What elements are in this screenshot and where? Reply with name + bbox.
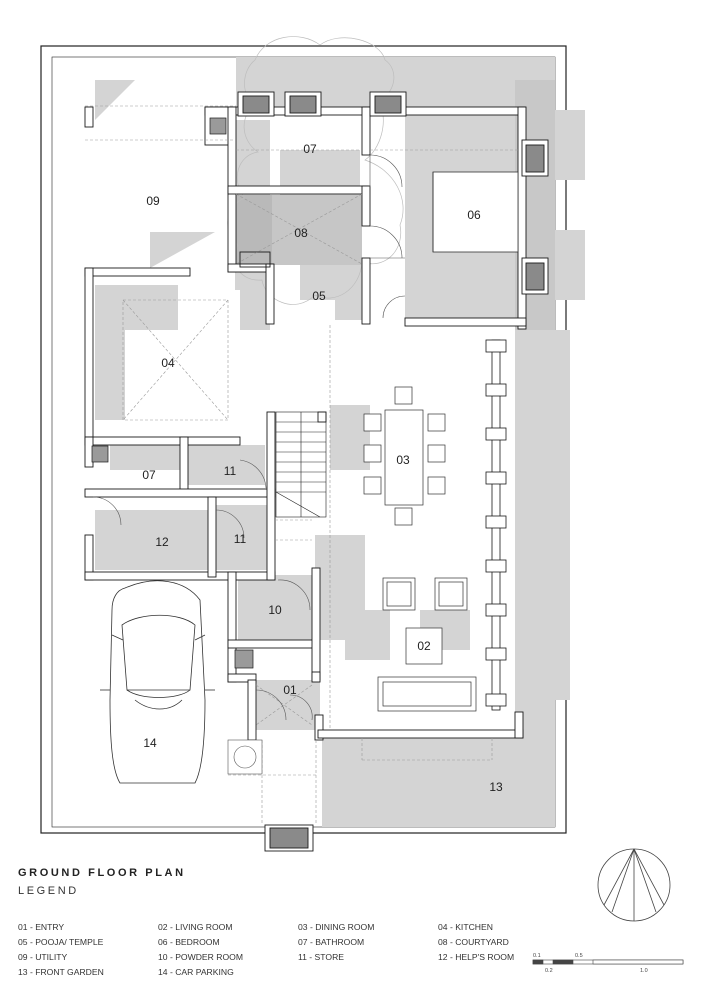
room-07-mid-label: 07 — [142, 468, 156, 482]
legend-item: 11 - STORE — [298, 952, 345, 962]
legend-item: 09 - UTILITY — [18, 952, 68, 962]
car-outline — [100, 580, 215, 784]
bed — [432, 171, 519, 253]
legend-item: 13 - FRONT GARDEN — [18, 967, 104, 977]
legend-item: 01 - ENTRY — [18, 922, 65, 932]
legend-item: 02 - LIVING ROOM — [158, 922, 233, 932]
screen-wall — [485, 339, 507, 711]
north-arrow-icon — [597, 848, 671, 922]
legend-item: 03 - DINING ROOM — [298, 922, 375, 932]
tree-outline — [227, 36, 404, 305]
window-frames — [237, 91, 549, 852]
room-13-label: 13 — [489, 780, 503, 794]
scale-label-0-1: 0.1 — [533, 953, 541, 959]
room-10-label: 10 — [268, 603, 282, 617]
room-06-label: 06 — [467, 208, 481, 222]
legend-item: 10 - POWDER ROOM — [158, 952, 243, 962]
scale-label-1-0: 1.0 — [640, 968, 648, 974]
room-11-a-label: 11 — [224, 464, 237, 478]
legend-item: 07 - BATHROOM — [298, 937, 365, 947]
room-07-top-label: 07 — [303, 142, 317, 156]
scale-bar: 0.1 0.2 0.5 1.0 — [532, 953, 684, 974]
room-03-label: 03 — [396, 453, 410, 467]
room-12-label: 12 — [155, 535, 169, 549]
legend-item: 05 - POOJA/ TEMPLE — [18, 937, 104, 947]
room-05-label: 05 — [312, 289, 326, 303]
legend-item: 04 - KITCHEN — [438, 922, 493, 932]
entry-steps — [227, 739, 263, 775]
staircase — [275, 411, 327, 518]
room-11-b-label: 11 — [234, 532, 247, 546]
room-14-label: 14 — [143, 736, 157, 750]
scale-label-0-5: 0.5 — [575, 953, 583, 959]
door-swings — [92, 154, 406, 721]
legend-item: 12 - HELP'S ROOM — [438, 952, 515, 962]
room-labels: 09 07 06 08 05 04 03 07 11 11 12 10 02 0… — [142, 142, 503, 794]
room-02-label: 02 — [417, 639, 431, 653]
room-08-label: 08 — [294, 226, 308, 240]
bath-fixtures — [91, 117, 254, 669]
legend-list: 01 - ENTRY 02 - LIVING ROOM 03 - DINING … — [18, 921, 578, 979]
legend-item: 08 - COURTYARD — [438, 937, 509, 947]
plan-title: GROUND FLOOR PLAN — [18, 867, 186, 879]
legend-heading: LEGEND — [18, 885, 79, 897]
room-01-label: 01 — [283, 683, 297, 697]
legend-item: 06 - BEDROOM — [158, 937, 220, 947]
room-09-label: 09 — [146, 194, 160, 208]
walls — [84, 106, 527, 741]
dining-set — [363, 386, 446, 526]
living-furniture — [377, 577, 477, 712]
scale-label-0-2: 0.2 — [545, 968, 553, 974]
room-04-label: 04 — [161, 356, 175, 370]
legend-item: 14 - CAR PARKING — [158, 967, 234, 977]
